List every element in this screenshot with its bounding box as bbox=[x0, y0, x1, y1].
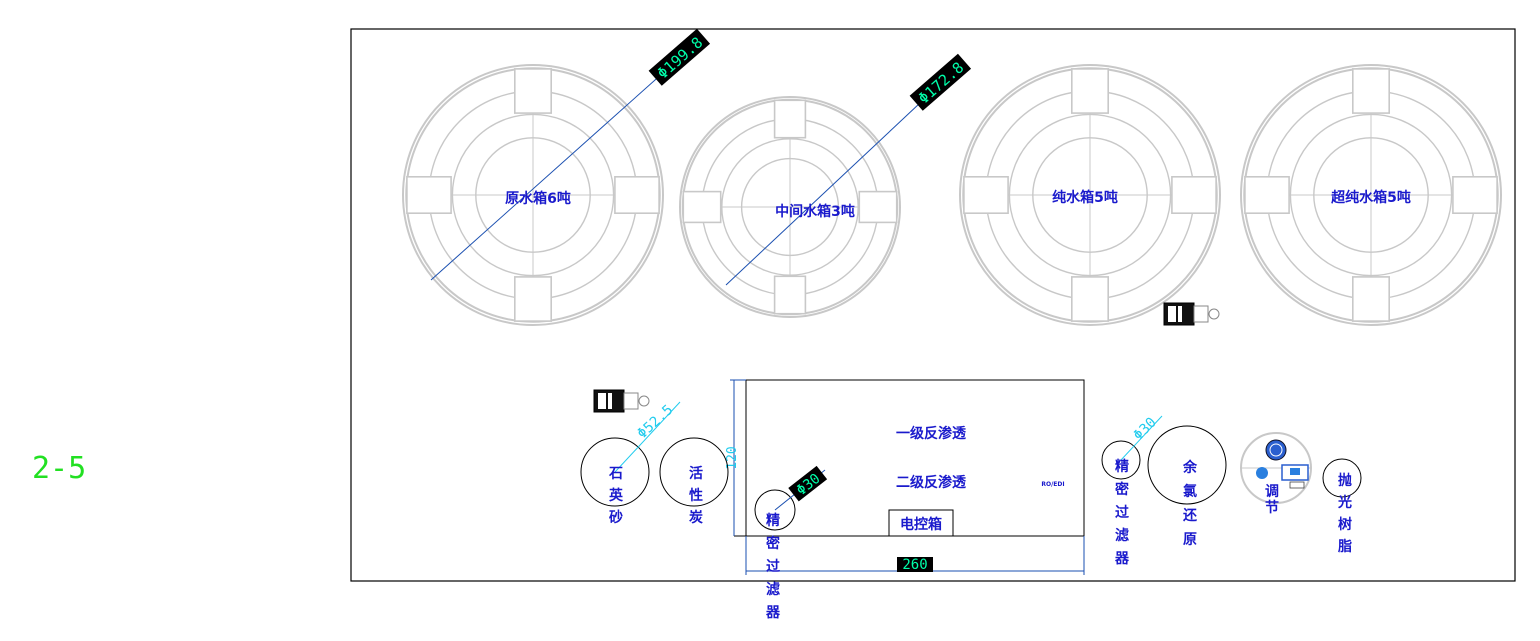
precision-filter-2-char: 密 bbox=[1114, 481, 1129, 498]
quartz-sand-char: 石 bbox=[608, 466, 623, 482]
tank-support-block bbox=[614, 176, 660, 215]
precision-filter-2-dim-line bbox=[1120, 415, 1163, 461]
activated-carbon-char: 性 bbox=[689, 487, 703, 504]
dosing-pump-icon bbox=[1265, 439, 1287, 461]
precision-filter-1-vessel bbox=[754, 489, 796, 531]
quartz-sand-char: 英 bbox=[608, 487, 624, 504]
tank-4-label: 超纯水箱5吨 bbox=[1330, 189, 1411, 206]
tank-1-diameter-line bbox=[430, 71, 665, 281]
drawing-frame bbox=[350, 28, 1516, 582]
activated-carbon-vessel bbox=[659, 437, 729, 507]
tank-1-label: 原水箱6吨 bbox=[505, 190, 571, 207]
tank-support-block bbox=[513, 276, 552, 322]
tank-2-diameter-text: Φ172.8 bbox=[915, 58, 968, 107]
tank-1 bbox=[402, 64, 664, 326]
tank-support-block bbox=[682, 190, 722, 224]
ro-width-dim-tag bbox=[897, 557, 933, 572]
tank-2-label: 中间水箱3吨 bbox=[775, 203, 855, 220]
precision-filter-1-char: 精 bbox=[766, 512, 780, 529]
tank-1-diameter-tag: Φ199.8 bbox=[648, 28, 711, 86]
activated-carbon-char: 炭 bbox=[689, 509, 703, 526]
ph-adjust-char: 调 bbox=[1265, 484, 1279, 500]
pump-icon bbox=[593, 389, 650, 413]
precision-filter-2-char: 过 bbox=[1115, 504, 1129, 521]
precision-filter-2-char: 滤 bbox=[1115, 527, 1129, 544]
residual-chlorine-vessel bbox=[1147, 425, 1227, 505]
tank-support-block bbox=[1171, 176, 1217, 215]
residual-chlorine-char: 还 bbox=[1182, 507, 1198, 524]
tank-support-block bbox=[773, 99, 807, 139]
tank-support-block bbox=[1071, 68, 1110, 114]
tank-support-block bbox=[406, 176, 452, 215]
quartz-sand-vessel bbox=[580, 437, 650, 507]
precision-filter-1-char: 过 bbox=[766, 558, 780, 575]
pump-icon bbox=[1163, 302, 1220, 326]
ro-width-dim-text: 260 bbox=[902, 557, 927, 573]
tank-ring bbox=[1240, 64, 1502, 326]
ro-unit-frame bbox=[745, 379, 1085, 537]
quartz-sand-char: 砂 bbox=[608, 509, 623, 526]
dosing-tank-icon bbox=[1256, 467, 1268, 479]
precision-filter-2-char: 精 bbox=[1115, 458, 1129, 475]
tank-support-block bbox=[1071, 276, 1110, 322]
precision-filter-2-dim-text: Φ30 bbox=[1131, 415, 1160, 444]
tank-3-label: 纯水箱5吨 bbox=[1052, 189, 1118, 206]
ro-stage1-label: 一级反渗透 bbox=[896, 425, 967, 442]
tank-support-block bbox=[1352, 276, 1391, 322]
residual-chlorine-char: 氯 bbox=[1183, 483, 1197, 500]
activated-carbon-label: 活性炭 bbox=[689, 465, 703, 526]
precision-filter-1-char: 器 bbox=[765, 605, 781, 621]
tank-support-block bbox=[513, 68, 552, 114]
tank-support-block bbox=[1244, 176, 1290, 215]
polishing-resin-char: 脂 bbox=[1337, 538, 1352, 555]
sheet-id: 2-5 bbox=[32, 451, 86, 486]
precision-filter-1-char: 滤 bbox=[766, 581, 780, 598]
control-box-label: 电控箱 bbox=[900, 516, 942, 533]
tank-layer bbox=[402, 64, 1502, 326]
quartz-sand-label: 石英砂 bbox=[608, 466, 624, 526]
tank-support-block bbox=[858, 190, 898, 224]
tank-support-block bbox=[963, 176, 1009, 215]
tank-ring bbox=[959, 64, 1221, 326]
quartz-sand-dim-text: Φ52.5 bbox=[634, 402, 676, 442]
precision-filter-1-char: 密 bbox=[765, 535, 780, 552]
ph-dosing-unit bbox=[1240, 432, 1312, 504]
tank-ring bbox=[402, 64, 664, 326]
ro-height-dim-text: 120 bbox=[725, 446, 740, 469]
tank-2 bbox=[679, 96, 901, 318]
precision-filter-2-vessel bbox=[1101, 440, 1141, 480]
ph-adjust-char: 节 bbox=[1265, 499, 1279, 516]
precision-filter-2-char: 器 bbox=[1114, 551, 1130, 567]
tank-support-block bbox=[1352, 68, 1391, 114]
precision-filter-1-dim-tag: Φ30 bbox=[788, 465, 828, 502]
tank-4 bbox=[1240, 64, 1502, 326]
polishing-resin-char: 光 bbox=[1337, 494, 1352, 511]
tank-3 bbox=[959, 64, 1221, 326]
polishing-resin-char: 树 bbox=[1338, 516, 1352, 533]
tank-support-block bbox=[1452, 176, 1498, 215]
tank-1-diameter-text: Φ199.8 bbox=[654, 33, 707, 82]
quartz-sand-dim-line bbox=[614, 401, 681, 473]
tank-2-diameter-tag: Φ172.8 bbox=[909, 53, 972, 111]
control-box bbox=[888, 509, 954, 537]
ro-stage2-label: 二级反渗透 bbox=[896, 474, 967, 491]
residual-chlorine-char: 原 bbox=[1183, 532, 1197, 548]
polishing-resin-vessel bbox=[1322, 458, 1362, 498]
polishing-resin-char: 抛 bbox=[1338, 472, 1352, 489]
tank-support-block bbox=[773, 275, 807, 315]
ro-tiny-label: RO/EDI bbox=[1041, 481, 1064, 488]
tank-ring bbox=[679, 96, 901, 318]
tank-2-diameter-line bbox=[725, 102, 921, 286]
residual-chlorine-char: 余 bbox=[1182, 459, 1198, 476]
activated-carbon-char: 活 bbox=[689, 465, 703, 482]
ph-adjust-label: 调节 bbox=[1265, 484, 1279, 516]
